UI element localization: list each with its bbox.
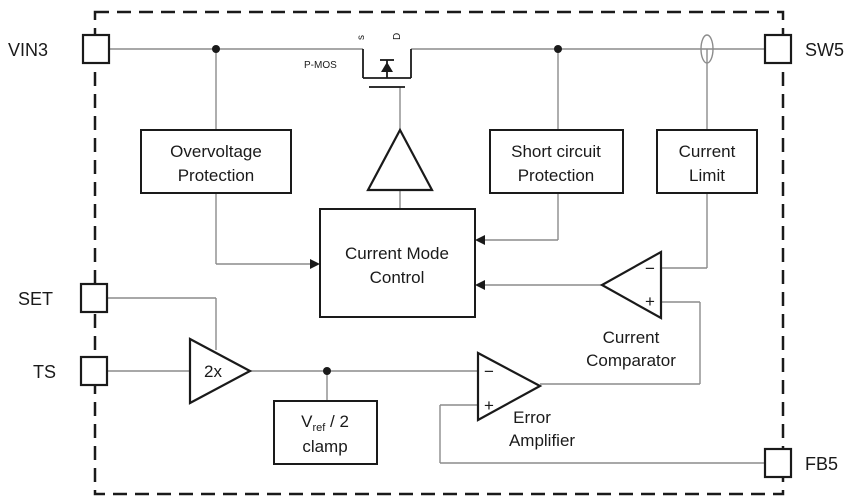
gain-2x-amplifier: 2x (188, 337, 253, 405)
protection-label: Protection (518, 166, 595, 185)
current-comparator: − + Current Comparator (586, 250, 676, 370)
pin-set: SET (18, 282, 109, 314)
drain-label: D (392, 33, 403, 40)
clamp-label: clamp (302, 437, 347, 456)
current-mode-label: Current Mode (345, 244, 449, 263)
pin-sw5: SW5 (763, 33, 844, 65)
gate-driver (366, 127, 434, 192)
chip-boundary (93, 10, 785, 496)
control-label: Control (370, 268, 425, 287)
error-amp-label-line2: Amplifier (509, 431, 575, 450)
minus-input-label: − (484, 362, 494, 381)
junction-dot (323, 367, 331, 375)
error-amp-label-line1: Error (513, 408, 551, 427)
pmos-label: P-MOS (304, 60, 337, 71)
plus-input-label: + (484, 396, 494, 415)
pin-fb5: FB5 (763, 447, 838, 479)
short-circuit-protection-block: Short circuit Protection (489, 129, 624, 194)
pin-fb5-label: FB5 (805, 454, 838, 474)
arrowhead (475, 235, 485, 245)
error-amplifier: − + Error Amplifier (476, 351, 575, 450)
overvoltage-label: Overvoltage (170, 142, 262, 161)
arrowhead (310, 259, 320, 269)
limit-label: Limit (689, 166, 725, 185)
short-circuit-label: Short circuit (511, 142, 601, 161)
current-label: Current (679, 142, 736, 161)
pin-ts-label: TS (33, 362, 56, 382)
gain-label: 2x (204, 362, 222, 381)
pin-vin3-label: VIN3 (8, 40, 48, 60)
current-limit-block: Current Limit (656, 129, 758, 194)
vref-clamp-block: Vref / 2 clamp (273, 400, 378, 465)
junction-dot (212, 45, 220, 53)
current-mode-control-block: Current Mode Control (319, 208, 476, 318)
minus-input-label: − (645, 259, 655, 278)
junction-dot (554, 45, 562, 53)
plus-input-label: + (645, 292, 655, 311)
overvoltage-protection-block: Overvoltage Protection (140, 129, 292, 194)
pin-sw5-label: SW5 (805, 40, 844, 60)
pin-ts: TS (33, 355, 109, 387)
vref-label: Vref / 2 (301, 412, 349, 434)
arrowhead (475, 280, 485, 290)
pin-vin3: VIN3 (8, 33, 111, 65)
current-sense-loop (700, 34, 714, 64)
comparator-label-line2: Comparator (586, 351, 676, 370)
pin-set-label: SET (18, 289, 53, 309)
source-label: s (356, 35, 367, 40)
body-diode-icon (381, 62, 393, 72)
comparator-label-line1: Current (603, 328, 660, 347)
protection-label: Protection (178, 166, 255, 185)
pmos-transistor: P-MOS s D (304, 33, 412, 88)
